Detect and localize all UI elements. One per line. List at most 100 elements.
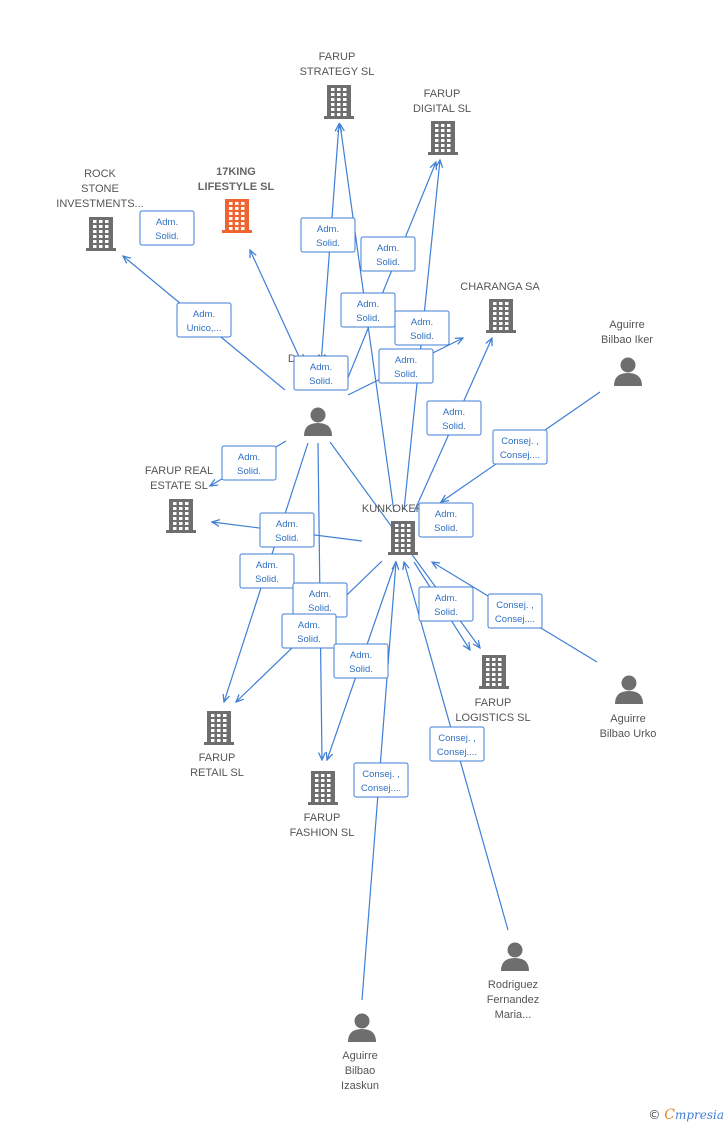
edge-label-text: Adm. bbox=[310, 362, 332, 373]
building-window bbox=[395, 544, 399, 547]
building-window bbox=[492, 668, 496, 671]
edge-label[interactable]: Adm.Solid. bbox=[139, 210, 195, 246]
building-window bbox=[105, 225, 109, 228]
edge-label[interactable]: Adm.Solid. bbox=[239, 553, 295, 589]
edge-label[interactable]: Consej. ,Consej.... bbox=[353, 762, 409, 798]
building-window bbox=[486, 678, 490, 681]
node-label: FARUP bbox=[304, 812, 341, 824]
building-window bbox=[493, 327, 497, 330]
edge-label-text: Solid. bbox=[356, 313, 380, 324]
building-window bbox=[447, 149, 451, 152]
edge-label-text: Consej. , bbox=[438, 733, 476, 744]
node-rock_stone[interactable]: ROCKSTONEINVESTMENTS... bbox=[56, 168, 144, 251]
person-icon bbox=[501, 942, 529, 971]
edge-label[interactable]: Adm.Solid. bbox=[221, 445, 277, 481]
edge-label-text: Adm. bbox=[443, 407, 465, 418]
edge-label[interactable]: Adm.Solid. bbox=[418, 502, 474, 538]
building-window bbox=[401, 534, 405, 537]
edge-label[interactable]: Consej. ,Consej.... bbox=[429, 726, 485, 762]
edge-label[interactable]: Adm.Unico,... bbox=[176, 302, 232, 338]
building-window bbox=[401, 544, 405, 547]
edge-label[interactable]: Consej. ,Consej.... bbox=[487, 593, 543, 629]
building-window bbox=[173, 527, 177, 530]
building-window bbox=[223, 729, 227, 732]
building-base bbox=[222, 230, 252, 233]
edge-label[interactable]: Adm.Solid. bbox=[281, 613, 337, 649]
edge-label[interactable]: Consej. ,Consej.... bbox=[492, 429, 548, 465]
building-window bbox=[179, 507, 183, 510]
node-label: CHARANGA SA bbox=[460, 281, 540, 293]
building-window bbox=[321, 789, 325, 792]
edge-label[interactable]: Adm.Solid. bbox=[378, 348, 434, 384]
building-base bbox=[86, 248, 116, 251]
edge-label[interactable]: Adm.Solid. bbox=[333, 643, 389, 679]
node-label: DIGITAL SL bbox=[413, 103, 471, 115]
building-window bbox=[447, 139, 451, 142]
edge-label-text: Adm. bbox=[317, 224, 339, 235]
node-label: Bilbao Urko bbox=[600, 728, 657, 740]
building-window bbox=[211, 724, 215, 727]
building-window bbox=[321, 774, 325, 777]
edge-label-text: Adm. bbox=[357, 299, 379, 310]
building-window bbox=[435, 149, 439, 152]
edge-label-box bbox=[259, 512, 315, 548]
node-label: Fernandez bbox=[487, 994, 540, 1006]
building-window bbox=[235, 227, 239, 230]
building-window bbox=[315, 799, 319, 802]
edge-label-text: Solid. bbox=[309, 376, 333, 387]
building-window bbox=[235, 212, 239, 215]
node-label: LIFESTYLE SL bbox=[198, 181, 275, 193]
node-label: Maria... bbox=[495, 1009, 532, 1021]
edge-label[interactable]: Adm.Solid. bbox=[360, 236, 416, 272]
building-window bbox=[407, 534, 411, 537]
building-window bbox=[173, 517, 177, 520]
building-window bbox=[407, 539, 411, 542]
edge-label[interactable]: Adm.Solid. bbox=[292, 582, 348, 618]
building-window bbox=[505, 307, 509, 310]
edge-label[interactable]: Adm. Solid. bbox=[293, 355, 349, 391]
edge-label[interactable]: Adm.Solid. bbox=[394, 310, 450, 346]
edge-label[interactable]: Adm.Solid. bbox=[259, 512, 315, 548]
edge-label[interactable]: Adm.Solid. bbox=[426, 400, 482, 436]
edge-label-box bbox=[176, 302, 232, 338]
edge-label-text: Solid. bbox=[434, 607, 458, 618]
building-window bbox=[486, 668, 490, 671]
building-window bbox=[241, 207, 245, 210]
edge-label-box bbox=[378, 348, 434, 384]
node-label: RETAIL SL bbox=[190, 767, 244, 779]
node-charanga[interactable]: CHARANGA SA bbox=[460, 281, 540, 333]
edge-label-text: Adm. bbox=[395, 355, 417, 366]
edge-label[interactable]: Adm. Solid. bbox=[300, 217, 356, 253]
person-head bbox=[621, 675, 637, 691]
building-window bbox=[492, 673, 496, 676]
edge-label[interactable]: Adm.Solid. bbox=[418, 586, 474, 622]
building-window bbox=[185, 527, 189, 530]
person-body bbox=[501, 958, 529, 971]
edge-label[interactable]: Adm. Solid. bbox=[340, 292, 396, 328]
building-icon bbox=[428, 121, 458, 155]
node-label: Bilbao bbox=[345, 1065, 376, 1077]
building-window bbox=[493, 307, 497, 310]
building-base bbox=[486, 330, 516, 333]
node-rodriguez[interactable]: RodriguezFernandezMaria... bbox=[487, 942, 540, 1022]
building-window bbox=[241, 227, 245, 230]
building-window bbox=[493, 322, 497, 325]
edge-label-text: Solid. bbox=[316, 238, 340, 249]
node-label: FARUP bbox=[319, 51, 356, 63]
edge-label-text: Solid. bbox=[155, 231, 179, 242]
edge-label-text: Solid. bbox=[434, 523, 458, 534]
building-window bbox=[223, 719, 227, 722]
edge-label-text: Adm. bbox=[193, 309, 215, 320]
building-window bbox=[331, 103, 335, 106]
building-window bbox=[315, 779, 319, 782]
